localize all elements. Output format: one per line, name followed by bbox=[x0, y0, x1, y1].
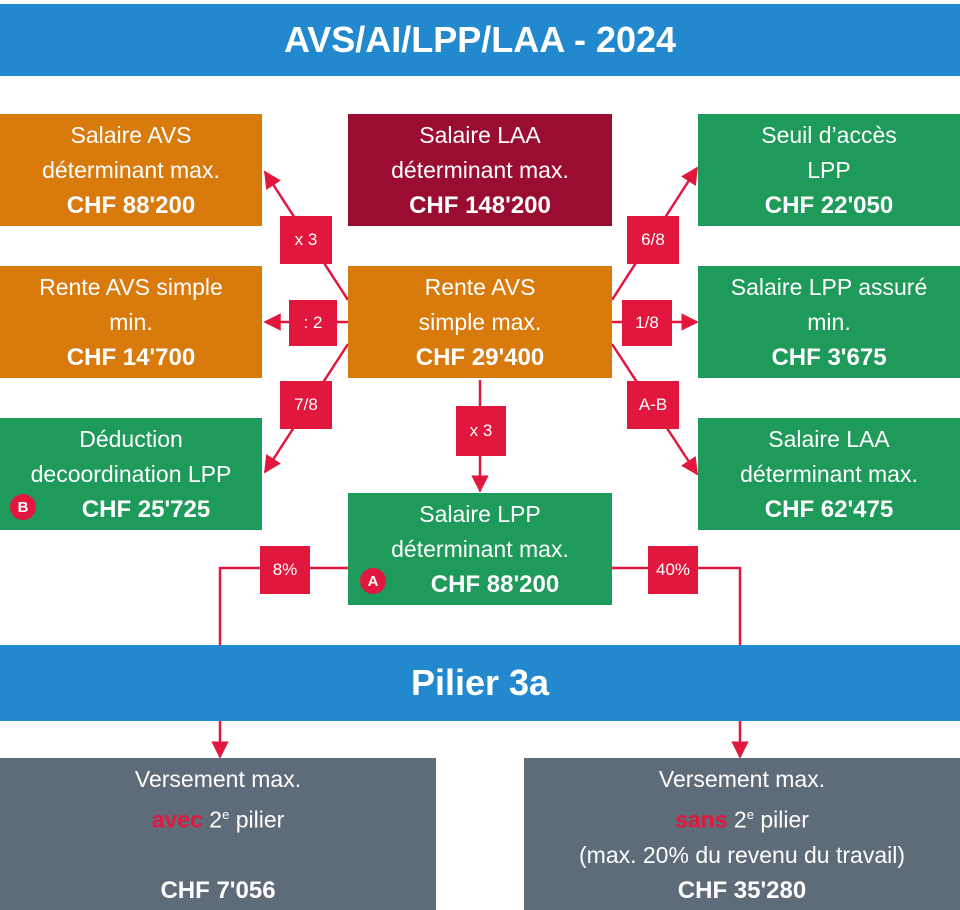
payment-text: 2 bbox=[202, 806, 223, 833]
box-amount: CHF 22'050 bbox=[764, 191, 894, 219]
box-line2: déterminant max. bbox=[42, 156, 220, 183]
box-line2: déterminant max. bbox=[391, 156, 569, 183]
payment-amount: CHF 7'056 bbox=[160, 876, 276, 904]
box-line2: decoordination LPP bbox=[30, 460, 232, 487]
box-line2: min. bbox=[807, 308, 851, 335]
box-lpp-min-insured: Salaire LPP assuré min. CHF 3'675 bbox=[698, 266, 960, 378]
box-lpp-salary: Salaire LPP déterminant max. CHF 88'200 … bbox=[348, 493, 612, 605]
box-line1: Salaire LAA bbox=[419, 121, 541, 148]
box-line2: min. bbox=[109, 308, 153, 335]
box-line2: simple max. bbox=[418, 308, 542, 335]
box-line2: LPP bbox=[807, 156, 851, 183]
box-line1: Salaire LPP assuré bbox=[730, 273, 928, 300]
box-amount: CHF 88'200 bbox=[66, 191, 196, 219]
payment-keyword: avec bbox=[151, 806, 203, 833]
box-amount: CHF 148'200 bbox=[409, 191, 551, 219]
payment-sup: e bbox=[746, 807, 754, 822]
operator-div2: : 2 bbox=[289, 300, 337, 346]
box-amount: CHF 62'475 bbox=[764, 495, 894, 523]
box-line1: Seuil d’accès bbox=[761, 121, 897, 148]
box-amount: CHF 14'700 bbox=[66, 343, 196, 371]
box-amount: CHF 3'675 bbox=[771, 343, 887, 371]
box-laa-salary-top: Salaire LAA déterminant max. CHF 148'200 bbox=[348, 114, 612, 226]
operator-six-eighths: 6/8 bbox=[627, 216, 679, 264]
title-band: AVS/AI/LPP/LAA - 2024 bbox=[0, 4, 960, 76]
box-line2: déterminant max. bbox=[391, 535, 569, 562]
payment-line1: Versement max. bbox=[134, 766, 302, 792]
payment-amount: CHF 35'280 bbox=[677, 876, 807, 904]
box-line1: Salaire AVS bbox=[70, 121, 192, 148]
pillar-band: Pilier 3a bbox=[0, 645, 960, 721]
payment-keyword: sans bbox=[675, 806, 728, 833]
box-payment-without: Versement max. sans 2e pilier (max. 20% … bbox=[524, 758, 960, 910]
payment-line1: Versement max. bbox=[658, 766, 826, 792]
payment-line2: sans 2e pilier bbox=[675, 797, 809, 838]
box-amount: CHF 25'725 bbox=[81, 495, 211, 523]
box-amount: CHF 88'200 bbox=[430, 570, 560, 598]
box-avs-max-pension: Rente AVS simple max. CHF 29'400 bbox=[348, 266, 612, 378]
operator-a-minus-b: A-B bbox=[627, 381, 679, 429]
box-coordination: Déduction decoordination LPP CHF 25'725 … bbox=[0, 418, 262, 530]
payment-text: pilier bbox=[753, 806, 809, 833]
box-avs-min-pension: Rente AVS simple min. CHF 14'700 bbox=[0, 266, 262, 378]
box-lpp-threshold: Seuil d’accès LPP CHF 22'050 bbox=[698, 114, 960, 226]
badge-b: B bbox=[10, 494, 36, 520]
payment-text: 2 bbox=[727, 806, 747, 833]
payment-line2: avec 2e pilier bbox=[152, 797, 285, 838]
payment-sup: e bbox=[222, 807, 230, 822]
operator-seven-eighths: 7/8 bbox=[280, 381, 332, 429]
box-line1: Salaire LPP bbox=[419, 500, 541, 527]
box-laa-salary-bottom: Salaire LAA déterminant max. CHF 62'475 bbox=[698, 418, 960, 530]
box-amount: CHF 29'400 bbox=[415, 343, 545, 371]
operator-x3-down: x 3 bbox=[456, 406, 506, 456]
box-avs-salary: Salaire AVS déterminant max. CHF 88'200 bbox=[0, 114, 262, 226]
operator-forty-pct: 40% bbox=[648, 546, 698, 594]
page-title: AVS/AI/LPP/LAA - 2024 bbox=[283, 19, 677, 60]
box-line1: Rente AVS simple bbox=[39, 273, 223, 300]
box-line2: déterminant max. bbox=[740, 460, 918, 487]
payment-text: pilier bbox=[229, 806, 285, 833]
badge-a: A bbox=[360, 568, 386, 594]
box-payment-with: Versement max. avec 2e pilier CHF 7'056 bbox=[0, 758, 436, 910]
operator-one-eighth: 1/8 bbox=[622, 300, 672, 346]
pillar-title: Pilier 3a bbox=[410, 662, 550, 703]
box-line1: Déduction bbox=[79, 425, 183, 452]
operator-eight-pct: 8% bbox=[260, 546, 310, 594]
box-line1: Rente AVS bbox=[424, 273, 536, 300]
operator-x3-top: x 3 bbox=[280, 216, 332, 264]
payment-note: (max. 20% du revenu du travail) bbox=[579, 841, 905, 868]
box-line1: Salaire LAA bbox=[768, 425, 890, 452]
